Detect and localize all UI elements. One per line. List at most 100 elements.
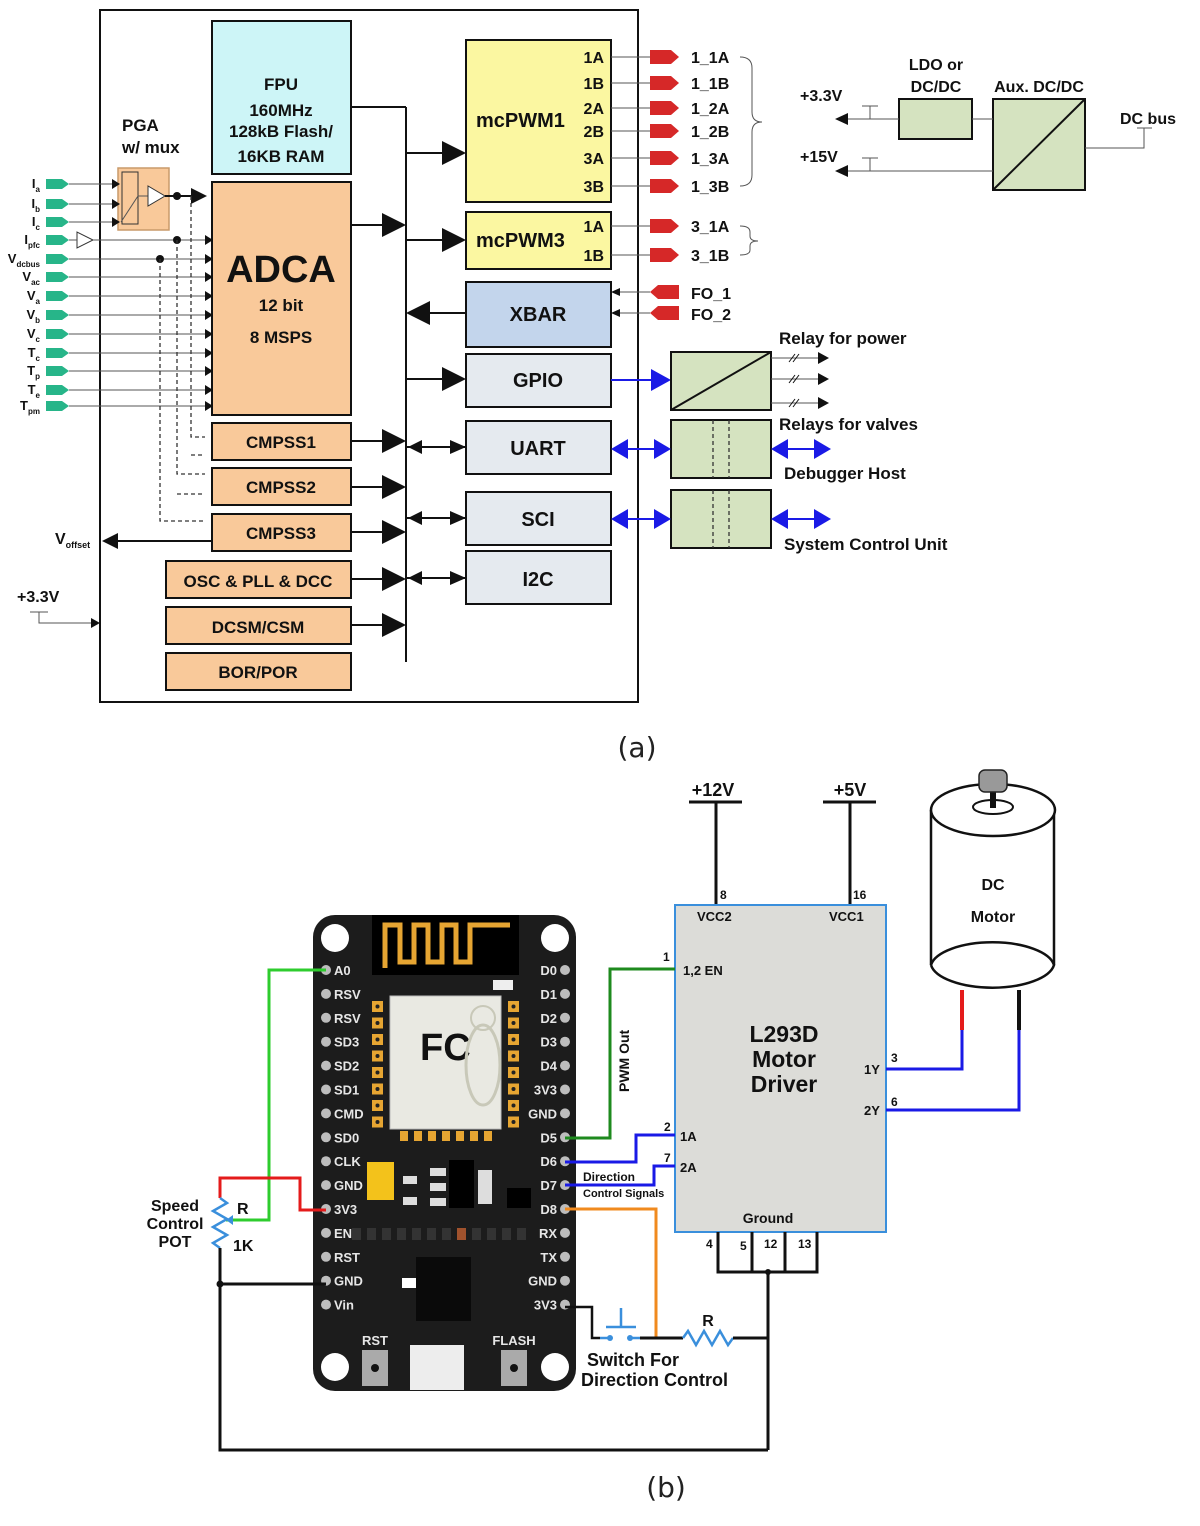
input-connector-icon: [46, 179, 69, 189]
right-pin-label: GND: [528, 1274, 557, 1289]
right-pin-label: D5: [540, 1130, 557, 1145]
input-connector-icon: [46, 348, 69, 358]
nodemcu-board: FC RST FLASH A0RSVRSVSD3SD2SD1CMDSD0CLKG…: [313, 915, 576, 1391]
analog-input: Ib: [31, 196, 120, 214]
output-connector-icon: [650, 50, 679, 64]
pwm-output-label: 1_3A: [691, 151, 730, 168]
left-pin-label: RSV: [334, 987, 361, 1002]
input-connector-icon: [46, 272, 69, 282]
right-pin-label: D3: [540, 1035, 557, 1050]
pwm-pin-label: 2B: [584, 124, 604, 141]
rail-5v-label: +5V: [834, 780, 867, 800]
direction-label-2: Control Signals: [583, 1188, 664, 1200]
right-pin-label: D0: [540, 963, 557, 978]
pin-pad: [560, 1251, 570, 1262]
input-connector-icon: [46, 235, 69, 245]
bor-por-label: BOR/POR: [218, 663, 297, 682]
analog-input: Vb: [26, 307, 213, 325]
rst-button-label: RST: [362, 1333, 388, 1348]
sci-label: SCI: [521, 509, 554, 531]
right-pin-label: D7: [540, 1178, 557, 1193]
fo2-connector-icon: [650, 306, 679, 320]
pin-pad: [321, 1084, 331, 1095]
input-label: Te: [28, 382, 41, 400]
right-pin-label: RX: [539, 1226, 557, 1241]
adca-title: ADCA: [226, 249, 336, 291]
relay-valves-label: Relays for valves: [779, 415, 918, 434]
analog-input: Tpm: [20, 398, 213, 416]
right-pin-label: D2: [540, 1011, 557, 1026]
analog-input: Ic: [32, 214, 120, 232]
output-connector-icon: [650, 76, 679, 90]
analog-input: Tc: [28, 345, 213, 363]
driver-title-3: Driver: [751, 1071, 818, 1097]
relay-blocks: Relay for power Relays for valves Debugg…: [611, 329, 948, 554]
pin-pad: [321, 1227, 331, 1238]
right-pin-label: GND: [528, 1106, 557, 1121]
left-pin-label: RSV: [334, 1011, 361, 1026]
adca-rate: 8 MSPS: [250, 328, 312, 347]
input-connector-icon: [46, 310, 69, 320]
fo1-connector-icon: [650, 285, 679, 299]
vcc1-label: VCC1: [829, 909, 864, 924]
pin-pad: [560, 1036, 570, 1047]
v15-label: +15V: [800, 149, 838, 166]
fpu-clock: 160MHz: [249, 101, 312, 120]
v33-pot-wire: [218, 1176, 326, 1212]
pwm-output-label: 1_3B: [691, 179, 729, 196]
input-connector-icon: [46, 254, 69, 264]
in2-label: 2A: [680, 1160, 697, 1175]
input-connector-icon: [46, 199, 69, 209]
pin-pad: [321, 1036, 331, 1047]
pin-2: 2: [664, 1120, 671, 1134]
input-label: Ib: [31, 196, 40, 214]
power-supply: +3.3V +15V LDO or DC/DC Aux. DC/DC DC bu…: [800, 57, 1176, 191]
pwm-out-label: PWM Out: [616, 1029, 632, 1092]
left-pin-label: A0: [334, 963, 351, 978]
left-pin-label: Vin: [334, 1298, 354, 1313]
analog-input: Va: [27, 288, 213, 306]
right-pin-label: D1: [540, 987, 557, 1002]
driver-title-2: Motor: [752, 1046, 816, 1072]
input-label: Ic: [32, 214, 41, 232]
cmpss2-label: CMPSS2: [246, 478, 316, 497]
pwm-wire: [565, 967, 675, 1140]
pin-1: 1: [663, 950, 670, 964]
osc-pll-dcc-label: OSC & PLL & DCC: [184, 572, 333, 591]
switch-label-2: Direction Control: [581, 1370, 728, 1390]
output-connector-icon: [650, 248, 679, 262]
input-connector-icon: [46, 291, 69, 301]
pwm-output-label: 1_2A: [691, 101, 730, 118]
right-pin-label: D4: [540, 1059, 557, 1074]
input-label: Ia: [32, 176, 41, 194]
system-blocks: OSC & PLL & DCC DCSM/CSM BOR/POR: [165, 560, 352, 691]
xbar-block: XBAR FO_1 FO_2: [465, 281, 731, 348]
motor-label-2: Motor: [971, 909, 1015, 926]
pin-pad: [321, 1108, 331, 1119]
left-pin-label: CLK: [334, 1154, 361, 1169]
figure-b: +12V +5V 8 16 VCC2 VCC1 1 1,2 EN L293D M…: [147, 769, 1057, 1504]
fpu-ram: 16KB RAM: [238, 147, 325, 166]
left-pin-label: GND: [334, 1178, 363, 1193]
xbar-title: XBAR: [510, 304, 567, 326]
pwm-pin-label: 1A: [584, 50, 605, 67]
analog-input: Ia: [32, 176, 120, 194]
pin-4: 4: [706, 1237, 713, 1251]
pwm1-brace: [739, 56, 763, 187]
uart-label: UART: [510, 438, 566, 460]
pot-label-3: POT: [159, 1234, 192, 1251]
v33-label: +3.3V: [800, 88, 843, 105]
caption-b: (b): [646, 1471, 686, 1504]
driver-title-1: L293D: [749, 1021, 818, 1047]
cmpss3-label: CMPSS3: [246, 524, 316, 543]
input-label: Vdcbus: [8, 251, 41, 269]
pwm-output-label: 3_1A: [691, 219, 730, 236]
